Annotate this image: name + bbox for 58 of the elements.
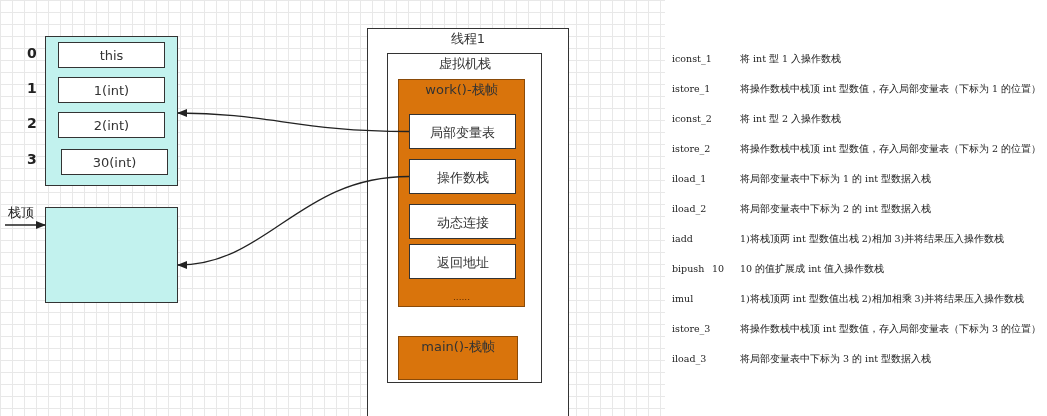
instruction-description: 将 int 型 2 入操作数栈 xyxy=(740,113,842,126)
node-label: 返回地址 xyxy=(435,254,490,272)
slot-index: 1 xyxy=(27,80,37,96)
instruction-description: 将操作数栈中栈顶 int 型数值，存入局部变量表（下标为 2 的位置） xyxy=(740,143,1042,156)
local-variable-table-panel xyxy=(45,36,178,186)
stack-frame-box xyxy=(398,79,525,307)
slot-box xyxy=(61,149,168,175)
instruction-name: iconst_2 xyxy=(672,113,712,124)
edge-label: 栈顶 xyxy=(8,204,34,222)
slot-index: 2 xyxy=(27,115,37,131)
container-box xyxy=(387,53,542,383)
node-label: 1(int) xyxy=(92,82,131,98)
slot-box xyxy=(409,159,516,194)
slot-box xyxy=(58,42,165,68)
slot-box xyxy=(409,114,516,149)
arrow xyxy=(4,221,46,229)
stack-frame-box xyxy=(398,336,518,380)
arrow xyxy=(177,175,410,269)
instruction-description: 将 int 型 1 入操作数栈 xyxy=(740,53,842,66)
node-label: 2(int) xyxy=(92,117,131,133)
instruction-description: 将局部变量表中下标为 2 的 int 型数据入栈 xyxy=(740,203,932,216)
container-box xyxy=(367,28,569,416)
instruction-name: istore_3 xyxy=(672,323,711,334)
instruction-name: iadd xyxy=(672,233,693,244)
ellipsis-text: ...... xyxy=(451,292,472,302)
node-label: 虚拟机栈 xyxy=(437,55,492,73)
node-label: work()-栈帧 xyxy=(424,81,499,99)
instruction-name: iload_2 xyxy=(672,203,707,214)
instruction-description: 将局部变量表中下标为 1 的 int 型数据入栈 xyxy=(740,173,932,186)
instruction-name: iload_1 xyxy=(672,173,707,184)
slot-box xyxy=(409,244,516,279)
slot-box xyxy=(58,112,165,138)
node-label: 线程1 xyxy=(449,30,487,48)
node-label: 操作数栈 xyxy=(435,169,490,187)
slot-box xyxy=(58,77,165,103)
node-label: 动态连接 xyxy=(435,214,490,232)
instruction-description: 1)将栈顶两 int 型数值出栈 2)相加 3)并将结果压入操作数栈 xyxy=(740,233,1005,246)
operand-stack-panel xyxy=(45,207,178,303)
instruction-name: imul xyxy=(672,293,694,304)
instruction-description: 将操作数栈中栈顶 int 型数值，存入局部变量表（下标为 3 的位置） xyxy=(740,323,1042,336)
instruction-operand: 10 xyxy=(712,263,725,274)
instruction-name: bipush xyxy=(672,263,705,274)
slot-index: 3 xyxy=(27,151,37,167)
instruction-name: istore_2 xyxy=(672,143,711,154)
instruction-description: 1)将栈顶两 int 型数值出栈 2)相加相乘 3)并将结果压入操作数栈 xyxy=(740,293,1025,306)
node-label: this xyxy=(98,47,125,63)
slot-index: 0 xyxy=(27,45,37,61)
slot-box xyxy=(409,204,516,239)
node-label: 局部变量表 xyxy=(429,124,496,142)
instruction-name: iconst_1 xyxy=(672,53,712,64)
instruction-name: iload_3 xyxy=(672,353,707,364)
instruction-description: 10 的值扩展成 int 值入操作数栈 xyxy=(740,263,885,276)
instruction-description: 将操作数栈中栈顶 int 型数值，存入局部变量表（下标为 1 的位置） xyxy=(740,83,1042,96)
instruction-description: 将局部变量表中下标为 3 的 int 型数据入栈 xyxy=(740,353,932,366)
arrow xyxy=(177,109,410,133)
node-label: main()-栈帧 xyxy=(420,338,496,356)
node-label: 30(int) xyxy=(91,154,138,170)
instruction-name: istore_1 xyxy=(672,83,711,94)
